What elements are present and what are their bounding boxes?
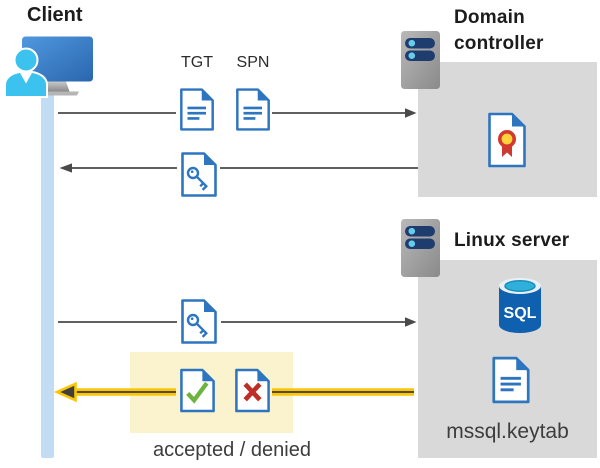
sql-badge-text: SQL xyxy=(504,305,537,322)
result-label: accepted / denied xyxy=(153,439,311,461)
key-ticket-response-icon xyxy=(179,151,219,198)
denied-document-icon xyxy=(233,368,272,413)
spn-label: SPN xyxy=(236,54,270,71)
linux-server-title: Linux server xyxy=(454,230,570,251)
sql-database-icon: SQL xyxy=(499,278,541,333)
tgt-label: TGT xyxy=(181,54,213,71)
certificate-icon xyxy=(487,112,527,168)
linux-server-icon xyxy=(401,219,440,277)
key-ticket-request-icon xyxy=(179,298,219,345)
spn-ticket-icon xyxy=(234,87,272,132)
keytab-label: mssql.keytab xyxy=(446,420,569,443)
client-lifeline xyxy=(41,92,54,458)
accepted-document-icon xyxy=(178,368,217,413)
tgt-ticket-icon xyxy=(178,87,216,132)
domain-controller-server-icon xyxy=(401,31,440,89)
client-label: Client xyxy=(27,4,83,26)
service-ticket-arrow xyxy=(58,317,417,327)
keytab-document-icon xyxy=(489,356,533,404)
client-workstation-icon xyxy=(4,36,93,98)
domain-controller-title: Domain controller xyxy=(454,7,544,54)
tgt-response-arrow xyxy=(59,163,418,173)
